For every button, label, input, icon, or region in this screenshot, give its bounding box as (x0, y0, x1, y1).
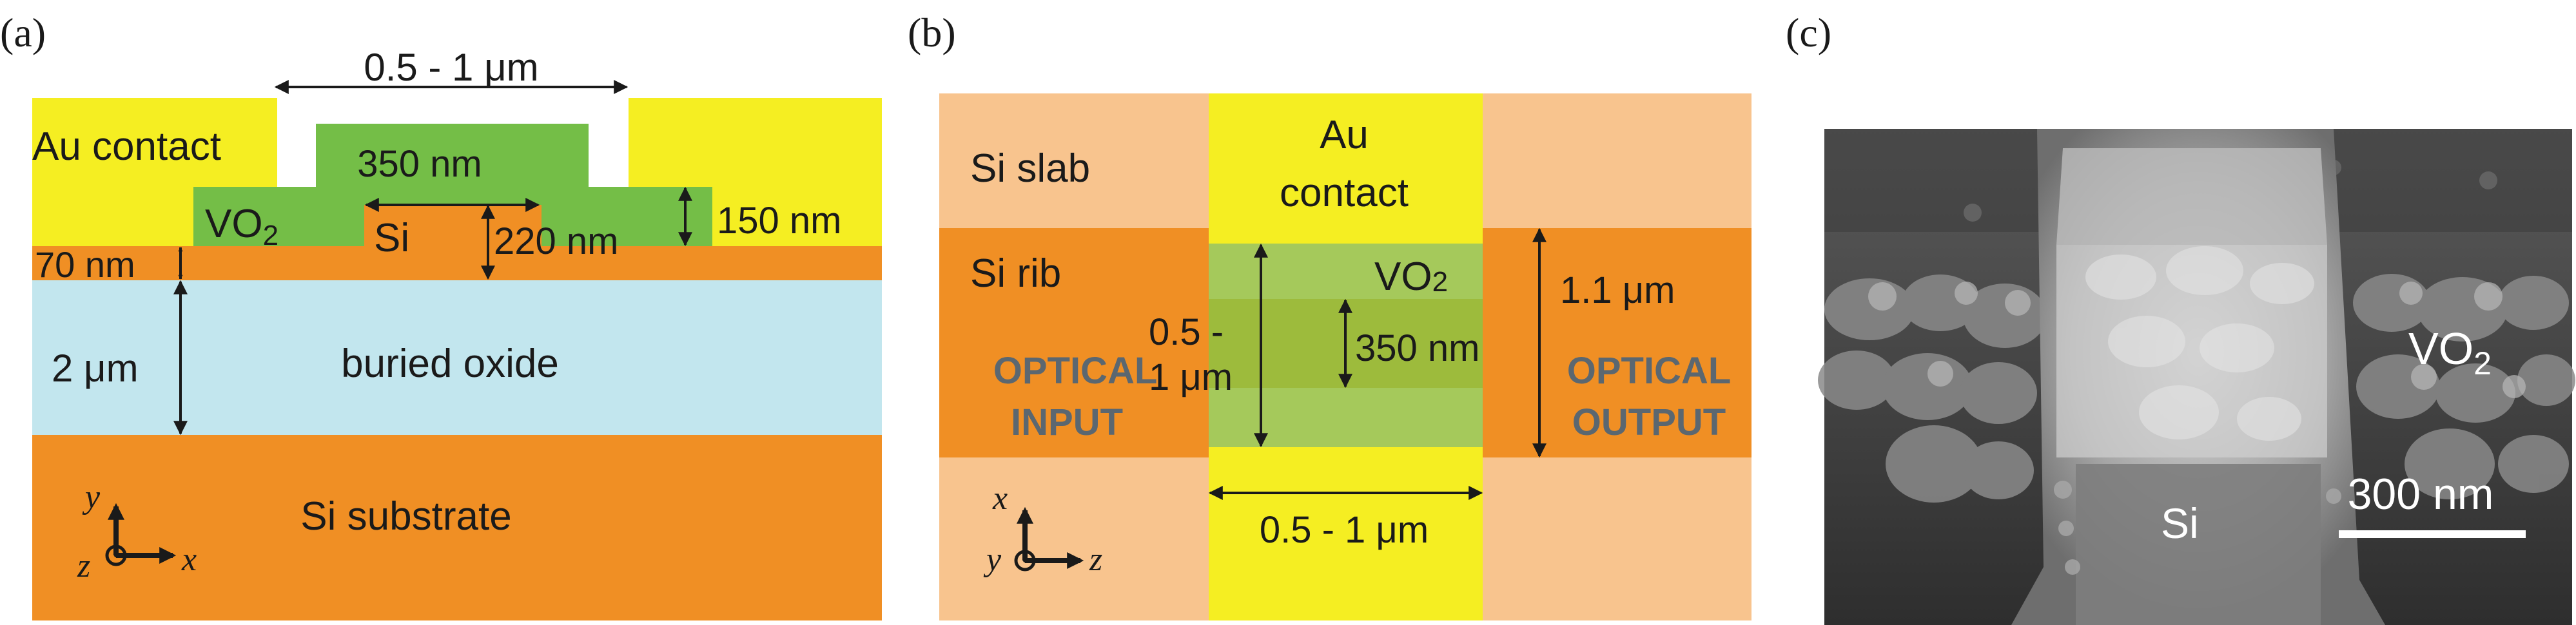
panel-a: (a) Si substrate buried oxide Au contact… (0, 10, 882, 620)
optical-input-2: INPUT (1011, 401, 1123, 443)
len-label-1: 0.5 - (1149, 311, 1224, 353)
axis-y-label-b: y (983, 541, 1002, 578)
w-350-label: 350 nm (1355, 327, 1479, 369)
sem-si-label: Si (2161, 499, 2199, 547)
si-slab-label: Si slab (970, 146, 1090, 191)
axis-x-label-b: x (992, 480, 1008, 517)
si-rib-label: Si (374, 216, 409, 260)
buried-oxide-label: buried oxide (341, 341, 559, 386)
h-70-label: 70 nm (35, 244, 135, 285)
bottom-len-label: 0.5 - 1 μm (1260, 509, 1429, 551)
axis-x-label: x (181, 541, 197, 578)
vo2-label: VO2 (205, 202, 278, 251)
width-350-label: 350 nm (357, 143, 482, 185)
panel-c: (c) (1786, 10, 2575, 625)
optical-input-1: OPTICAL (993, 350, 1158, 392)
au-label-1: Au (1320, 113, 1369, 157)
au-label-2: contact (1280, 171, 1409, 215)
panel-c-tag: (c) (1786, 10, 1831, 55)
panel-b-tag: (b) (908, 10, 956, 55)
vo2-layer (193, 124, 712, 246)
axis-z-label: z (77, 548, 90, 584)
panel-a-tag: (a) (0, 10, 46, 55)
si-rib-label-b: Si rib (970, 251, 1061, 296)
au-contact-label: Au contact (32, 124, 221, 169)
optical-output-1: OPTICAL (1567, 350, 1732, 392)
axis-y-label: y (82, 479, 101, 515)
si-rib-right (1483, 228, 1751, 457)
si-rib-left (939, 228, 1209, 457)
h-2um-label: 2 μm (52, 347, 139, 390)
h-150-label: 150 nm (717, 200, 841, 242)
axes-b: x y z (983, 480, 1102, 578)
len-label-2: 1 μm (1149, 356, 1233, 398)
gap-label: 0.5 - 1 μm (364, 46, 538, 89)
sem-image (1818, 129, 2575, 625)
axis-z-label-b: z (1089, 541, 1102, 578)
optical-output-2: OUTPUT (1572, 401, 1726, 443)
h-1-1-label: 1.1 μm (1560, 269, 1675, 311)
si-substrate (32, 435, 882, 620)
si-slab (32, 246, 882, 280)
scale-bar (2339, 530, 2526, 538)
axes-a: y z x (77, 479, 197, 584)
h-220-label: 220 nm (494, 220, 618, 262)
si-substrate-label: Si substrate (300, 494, 511, 539)
panel-b: (b) Si slab Au contact Si rib VO2 0.5 - … (908, 10, 1751, 620)
sem-vo2-label: VO2 (2408, 323, 2492, 381)
vo2-label-b: VO2 (1374, 255, 1448, 299)
scale-bar-label: 300 nm (2348, 470, 2494, 519)
